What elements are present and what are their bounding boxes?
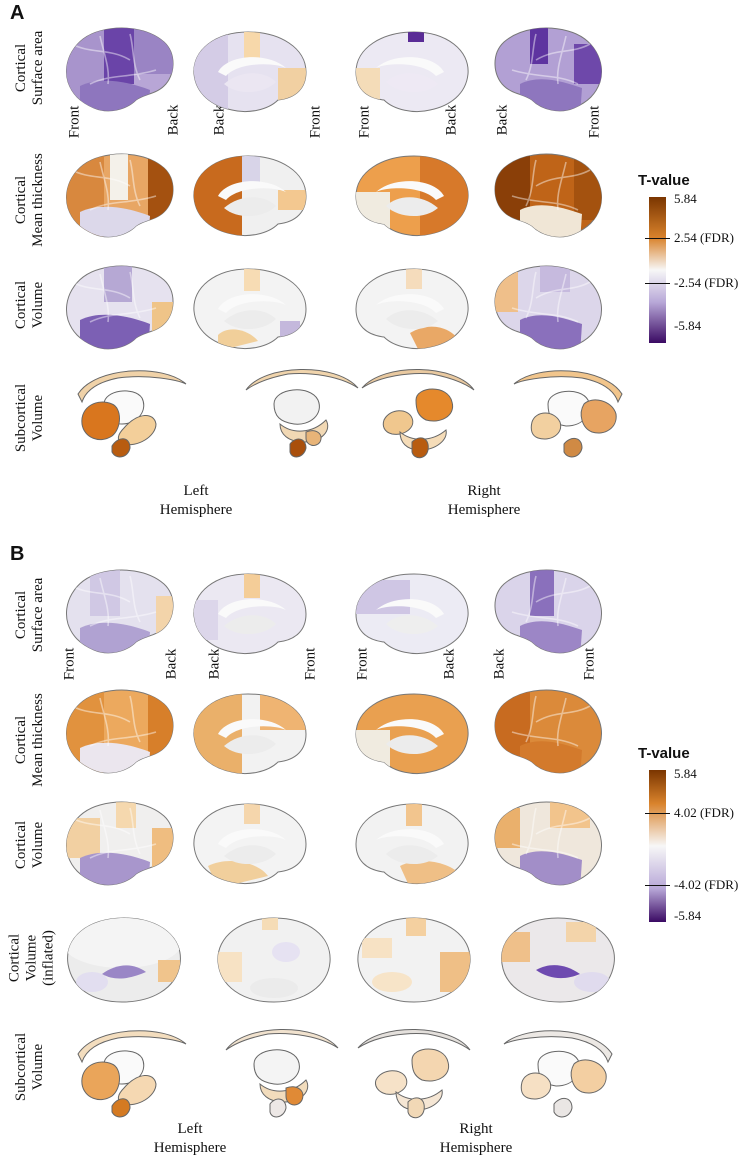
brain-medial-left-cortical-volume <box>188 265 312 357</box>
colorbar-a-tick <box>645 283 670 284</box>
inflated-lateral-left <box>62 912 186 1008</box>
brain-medial-right-cortical-volume <box>350 800 474 892</box>
inflated-lateral-right <box>496 912 620 1008</box>
subcortical-left-medial <box>220 1022 344 1122</box>
panel-b-letter: B <box>10 543 25 565</box>
brain-medial-left-cortical-volume <box>188 800 312 892</box>
subcortical-right-lateral <box>508 362 632 462</box>
colorbar-a-gradient <box>649 197 666 343</box>
brain-lateral-right-cortical-volume <box>490 262 608 358</box>
brain-lateral-left-mean-thickness <box>60 686 178 782</box>
brain-lateral-left-cortical-volume <box>60 262 178 358</box>
subcortical-left-medial <box>240 362 364 462</box>
subcortical-right-lateral <box>498 1022 622 1122</box>
colorbar-a-title: T-value <box>638 172 690 189</box>
brain-lateral-right-surface-area <box>490 24 608 120</box>
brain-lateral-left-surface-area <box>60 24 178 120</box>
colorbar-b-tick <box>645 813 670 814</box>
inflated-medial-right <box>352 912 476 1008</box>
panel-a-letter: A <box>10 2 25 24</box>
colorbar-b-upper-fdr-label: 4.02 (FDR) <box>674 805 734 820</box>
colorbar-a-tick <box>645 238 670 239</box>
subcortical-right-medial <box>352 1022 476 1122</box>
colorbar-a-upper-fdr-label: 2.54 (FDR) <box>674 230 734 245</box>
brain-medial-left-surface-area <box>188 28 312 120</box>
brain-lateral-left-surface-area <box>60 566 178 662</box>
colorbar-b-lower-fdr-label: -4.02 (FDR) <box>674 877 739 892</box>
subcortical-left-lateral <box>68 1022 192 1122</box>
inflated-medial-left <box>212 912 336 1008</box>
brain-lateral-right-mean-thickness <box>490 686 608 782</box>
colorbar-a-max-label: 5.84 <box>674 191 697 206</box>
brain-medial-right-mean-thickness <box>350 690 474 782</box>
brain-medial-left-mean-thickness <box>188 690 312 782</box>
brain-medial-left-surface-area <box>188 570 312 662</box>
brain-medial-left-mean-thickness <box>188 152 312 244</box>
brain-medial-right-surface-area <box>350 28 474 120</box>
brain-lateral-left-mean-thickness <box>60 150 178 246</box>
subcortical-right-medial <box>356 362 480 462</box>
brain-medial-right-surface-area <box>350 570 474 662</box>
colorbar-b-min-label: -5.84 <box>674 908 702 923</box>
brain-lateral-left-cortical-volume <box>60 798 178 894</box>
brain-medial-right-mean-thickness <box>350 152 474 244</box>
colorbar-a-lower-fdr-label: -2.54 (FDR) <box>674 275 739 290</box>
brain-medial-right-cortical-volume <box>350 265 474 357</box>
brain-lateral-right-mean-thickness <box>490 150 608 246</box>
colorbar-b-title: T-value <box>638 745 690 762</box>
colorbar-b-max-label: 5.84 <box>674 766 697 781</box>
subcortical-left-lateral <box>68 362 192 462</box>
brain-lateral-right-surface-area <box>490 566 608 662</box>
brain-lateral-right-cortical-volume <box>490 798 608 894</box>
colorbar-a-min-label: -5.84 <box>674 318 702 333</box>
colorbar-b-tick <box>645 885 670 886</box>
colorbar-b-gradient <box>649 770 666 922</box>
